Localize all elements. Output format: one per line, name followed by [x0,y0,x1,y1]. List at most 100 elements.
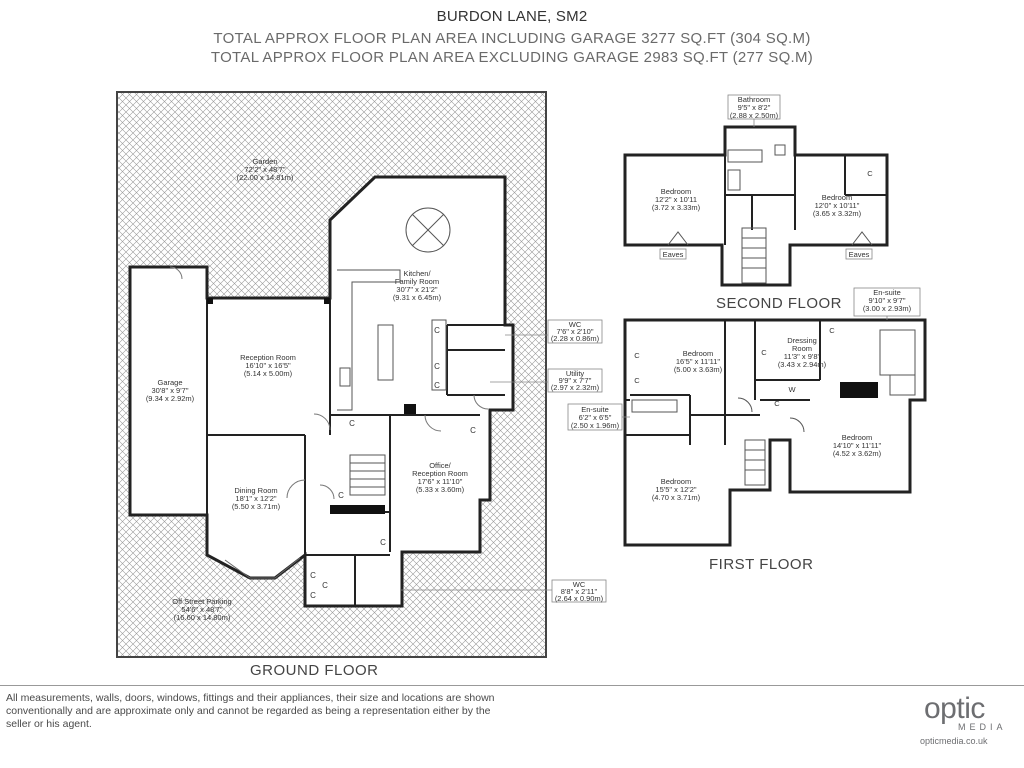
cupboard-label: C [310,591,316,600]
room-dimensions-imperial: 18'1" x 12'2" [235,494,276,503]
cupboard-label: C [434,326,440,335]
cupboard-label: C [634,351,640,360]
logo-url: opticmedia.co.uk [920,736,988,746]
ground-floor-footprint [128,175,515,608]
room-name: Reception Room [240,353,296,362]
room-dimensions-imperial: 9'5" x 8'2" [738,103,771,112]
cupboard-label: C [434,381,440,390]
room-dimensions-imperial: 6'2" x 6'5" [579,413,612,422]
cupboard-label: C [761,348,767,357]
room-dimensions-metric: (9.34 x 2.92m) [146,394,195,403]
ground-floor-stairs [349,454,386,496]
second-floor-title: SECOND FLOOR [716,295,843,312]
second-floor-plan: Bathroom 9'5" x 8'2" (2.88 x 2.50m) Bedr… [623,94,889,287]
room-dimensions-metric: (3.72 x 3.33m) [652,203,701,212]
room-name: Bathroom [738,95,771,104]
ground-cupboards: C C C C C C C C C C [310,326,476,600]
floor-plan-drawing: C C C C C C C C C C Garden 72'2" x 48'7"… [116,91,927,658]
eaves-label: Eaves [663,250,684,259]
room-dimensions-imperial: 12'2" x 10'11 [655,195,697,204]
room-dimensions-imperial: 14'10" x 11'11" [833,441,882,450]
ground-callouts: WC 7'6" x 2'10" (2.28 x 0.86m) Utility 9… [400,319,607,603]
room-dimensions-metric: (4.52 x 3.62m) [833,449,882,458]
room-dimensions-metric: (4.70 x 3.71m) [652,493,701,502]
room-name: Bedroom [661,187,691,196]
cupboard-label: C [470,426,476,435]
first-floor-title: FIRST FLOOR [709,556,814,573]
room-name: Bedroom [683,349,713,358]
room-name: WC [569,320,582,329]
room-dimensions-metric: (5.00 x 3.63m) [674,365,723,374]
room-dimensions-metric: (5.33 x 3.60m) [416,485,465,494]
room-dimensions-metric: (5.14 x 5.00m) [244,369,293,378]
room-dimensions-imperial: 8'8" x 2'11" [561,587,598,596]
room-dimensions-metric: (9.31 x 6.45m) [393,293,442,302]
cupboard-label: C [380,538,386,547]
cupboard-label: C [867,169,873,178]
room-dimensions-imperial: 30'8" x 9'7" [152,386,189,395]
room-name: Family Room [395,277,439,286]
room-dimensions-metric: (2.28 x 0.86m) [551,334,600,343]
room-dimensions-imperial: 16'10" x 16'5" [245,361,291,370]
room-dimensions-imperial: 9'10" x 9'7" [869,296,906,305]
total-area-excluding-garage: TOTAL APPROX FLOOR PLAN AREA EXCLUDING G… [210,49,814,66]
ground-floor-doors [169,266,489,500]
room-name: Utility [566,369,585,378]
room-name: WC [573,580,586,589]
room-name: En-suite [873,288,901,297]
room-name: Dressing [787,336,817,345]
room-name: Kitchen/ [403,269,431,278]
room-name: Bedroom [842,433,872,442]
room-dimensions-imperial: 54'6" x 48'7" [181,605,222,614]
room-dimensions-metric: (3.00 x 2.93m) [863,304,912,313]
room-dimensions-imperial: 72'2" x 48'7" [244,165,285,174]
room-dimensions-metric: (5.50 x 3.71m) [232,502,281,511]
room-dimensions-metric: (2.88 x 2.50m) [730,111,779,120]
room-dimensions-metric: (16.60 x 14.80m) [174,613,231,622]
cupboard-label: C [349,419,355,428]
optic-media-logo: optic MEDIA opticmedia.co.uk [920,692,1020,752]
property-title: BURDON LANE, SM2 [436,8,588,25]
room-dimensions-metric: (2.50 x 1.96m) [571,421,620,430]
kitchen-fittings [337,207,451,411]
cupboard-label: C [310,571,316,580]
room-dimensions-metric: (2.64 x 0.90m) [555,594,604,603]
room-dimensions-imperial: 12'0" x 10'11" [815,201,860,210]
ground-floor-plan: C C C C C C C C C C Garden 72'2" x 48'7"… [116,91,607,658]
room-name: Garden [252,157,277,166]
room-dimensions-imperial: 17'6" x 11'10" [418,477,463,486]
room-name: Dining Room [234,486,277,495]
room-dimensions-imperial: 30'7" x 21'2" [396,285,437,294]
room-dimensions-metric: (22.00 x 14.81m) [237,173,294,182]
room-dimensions-metric: (3.43 x 2.94m) [778,360,827,369]
room-dimensions-metric: (2.97 x 2.32m) [551,383,600,392]
room-name: Office/ [429,461,451,470]
room-name: Bedroom [661,477,691,486]
disclaimer-text: All measurements, walls, doors, windows,… [6,692,495,730]
cupboard-label: C [338,491,344,500]
logo-subtitle: MEDIA [958,722,1007,732]
cupboard-label: C [829,326,835,335]
cupboard-label: C [322,581,328,590]
room-dimensions-imperial: 15'5" x 12'2" [655,485,696,494]
room-dimensions-metric: (3.65 x 3.32m) [813,209,862,218]
total-area-including-garage: TOTAL APPROX FLOOR PLAN AREA INCLUDING G… [213,30,811,47]
dining-bay-window [224,557,301,579]
room-dimensions-imperial: 16'5" x 11'11" [676,357,721,366]
cupboard-label: C [634,376,640,385]
ground-floor-chimneys [207,298,416,514]
room-name: Reception Room [412,469,468,478]
room-name: Off Street Parking [172,597,231,606]
cupboard-label: C [434,362,440,371]
room-dimensions-imperial: 11'3" x 9'8" [784,352,821,361]
footer-divider [0,685,1024,686]
ground-floor-title: GROUND FLOOR [250,662,379,679]
cupboard-label: C [774,399,780,408]
eaves-label: Eaves [849,250,870,259]
room-name: Room [792,344,812,353]
ground-room-labels: Garden 72'2" x 48'7" (22.00 x 14.81m) Ki… [146,157,468,622]
first-floor-plan: Bedroom 16'5" x 11'11" (5.00 x 3.63m) Dr… [567,287,927,547]
room-name: En-suite [581,405,609,414]
room-name: Bedroom [822,193,852,202]
room-dimensions-imperial: 9'9" x 7'7" [559,376,592,385]
